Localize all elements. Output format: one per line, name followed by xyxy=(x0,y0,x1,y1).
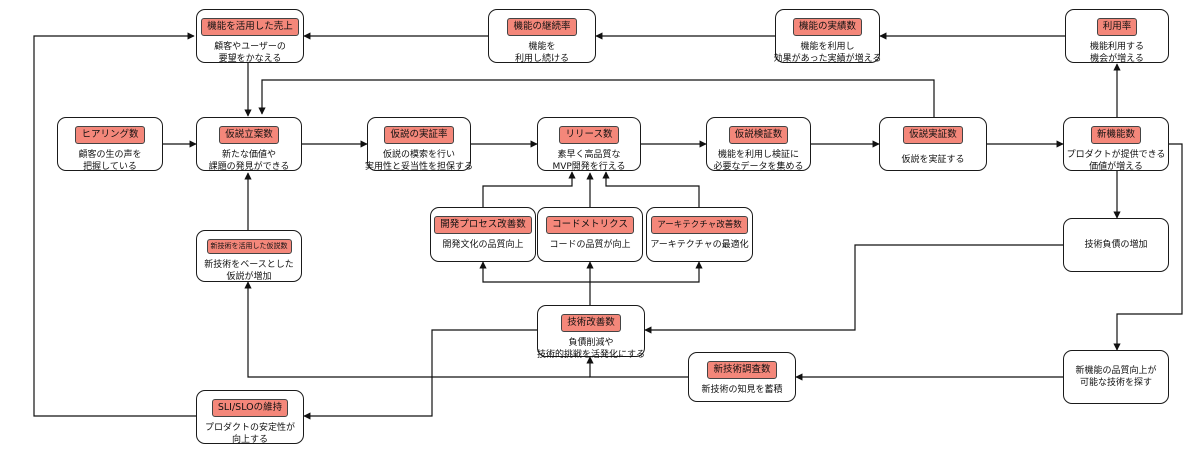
node-shingijutsu-kasetsu: 新技術を活用した仮説数 新技術をベースとした仮説が増加 xyxy=(196,230,302,282)
edge-process-to-release xyxy=(482,171,576,207)
node-desc: プロダクトが提供できる価値が増える xyxy=(1066,150,1166,172)
edge-arch-to-release xyxy=(602,171,700,207)
node-sli-slo: SLI/SLOの維持 プロダクトの安定性が向上する xyxy=(196,390,304,445)
node-jisseki: 機能の実績数 機能を利用し効果があった実績が増える xyxy=(773,9,882,64)
node-desc: 機能を利用し続ける xyxy=(514,42,569,64)
node-desc: 新機能の品質向上が可能な技術を探す xyxy=(1075,366,1157,388)
node-shinkinou: 新機能数 プロダクトが提供できる価値が増える xyxy=(1063,117,1169,172)
node-code-metrics: コードメトリクス コードの品質が向上 xyxy=(537,207,643,262)
node-architecture: アーキテクチャ改善数 アーキテクチャの最適化 xyxy=(646,207,753,262)
node-title: 新機能数 xyxy=(1090,126,1141,144)
edge-chousa-to-kasetsu-line xyxy=(244,281,590,378)
node-title: 機能の継続率 xyxy=(507,18,577,36)
node-kasetsu-jisshouritsu: 仮説の実証率 仮説の模索を行い実用性と妥当性を担保する xyxy=(365,117,474,172)
node-title: 機能の実績数 xyxy=(792,18,862,36)
node-hinshitsu-koujou: 新機能の品質向上が可能な技術を探す xyxy=(1063,350,1169,404)
node-title: コードメトリクス xyxy=(546,216,634,234)
node-kasetsu-kenshou: 仮説検証数 機能を利用し検証に必要なデータを集める xyxy=(706,117,811,172)
node-keizoku: 機能の継続率 機能を利用し続ける xyxy=(488,9,596,64)
node-desc: アーキテクチャの最適化 xyxy=(650,240,749,250)
node-desc: 機能利用する機会が増える xyxy=(1089,42,1144,64)
edge-fusai-to-kaizen xyxy=(644,244,1063,334)
node-kaihatsu-process: 開発プロセス改善数 開発文化の品質向上 xyxy=(430,207,536,262)
node-desc: 顧客やユーザーの要望をかなえる xyxy=(214,42,286,64)
node-title: 仮説実証数 xyxy=(903,126,963,144)
node-desc: 仮説の模索を行い実用性と妥当性を担保する xyxy=(365,150,474,172)
node-desc: 新技術の知見を蓄積 xyxy=(701,385,783,395)
edge-shinkinou-to-hinshitsu xyxy=(1113,143,1183,351)
node-title: アーキテクチャ改善数 xyxy=(651,216,748,234)
edge-kaizen-to-sli xyxy=(303,329,537,420)
edge-jisshou-to-kasetsu-rituan xyxy=(258,79,935,117)
node-title: リリース数 xyxy=(559,126,619,144)
node-desc: 新技術をベースとした仮説が増加 xyxy=(204,260,294,282)
edge-kaizen-to-arch xyxy=(590,261,703,283)
node-desc: 顧客の生の声を把握している xyxy=(78,150,142,172)
node-desc: 機能を利用し検証に必要なデータを集める xyxy=(713,150,804,172)
node-desc: プロダクトの安定性が向上する xyxy=(204,423,295,445)
node-riyouritsu: 利用率 機能利用する機会が増える xyxy=(1065,9,1169,64)
node-title: 仮説立案数 xyxy=(219,126,279,144)
node-gijutsu-kaizen: 技術改善数 負債削減や技術的挑戦を活発化にする xyxy=(537,305,645,360)
node-desc: 負債削減や技術的挑戦を活発化にする xyxy=(536,338,646,360)
node-kasetsu-rituan: 仮説立案数 新たな価値や課題の発見ができる xyxy=(196,117,302,172)
node-title: ヒアリング数 xyxy=(75,126,145,144)
node-shingijutsu-chousa: 新技術調査数 新技術の知見を蓄積 xyxy=(688,352,796,402)
node-title: 新技術を活用した仮説数 xyxy=(206,239,292,254)
node-title: 技術改善数 xyxy=(561,314,621,332)
node-desc: 仮説を実証する xyxy=(901,155,965,165)
node-title: 利用率 xyxy=(1096,18,1138,36)
node-kinou-katsuyou-uriage: 機能を活用した売上 顧客やユーザーの要望をかなえる xyxy=(196,9,304,64)
node-desc: 開発文化の品質向上 xyxy=(442,240,524,250)
node-title: 機能を活用した売上 xyxy=(201,18,299,36)
node-hearing: ヒアリング数 顧客の生の声を把握している xyxy=(57,117,163,172)
node-desc: コードの品質が向上 xyxy=(549,240,631,250)
node-title: SLI/SLOの維持 xyxy=(211,399,289,417)
edge-sli-to-uriage xyxy=(33,32,196,417)
node-title: 仮説検証数 xyxy=(728,126,789,144)
node-title: 新技術調査数 xyxy=(707,361,777,379)
node-desc: 機能を利用し効果があった実績が増える xyxy=(773,42,882,64)
node-desc: 新たな価値や課題の発見ができる xyxy=(208,150,290,172)
edge-kaizen-to-process xyxy=(479,261,590,283)
node-desc: 技術負債の増加 xyxy=(1084,240,1148,250)
node-title: 仮説の実証率 xyxy=(384,126,454,144)
node-title: 開発プロセス改善数 xyxy=(434,216,532,234)
node-gijutsu-fusai: 技術負債の増加 xyxy=(1063,218,1169,272)
node-kasetsu-jisshou: 仮説実証数 仮説を実証する xyxy=(879,117,987,171)
